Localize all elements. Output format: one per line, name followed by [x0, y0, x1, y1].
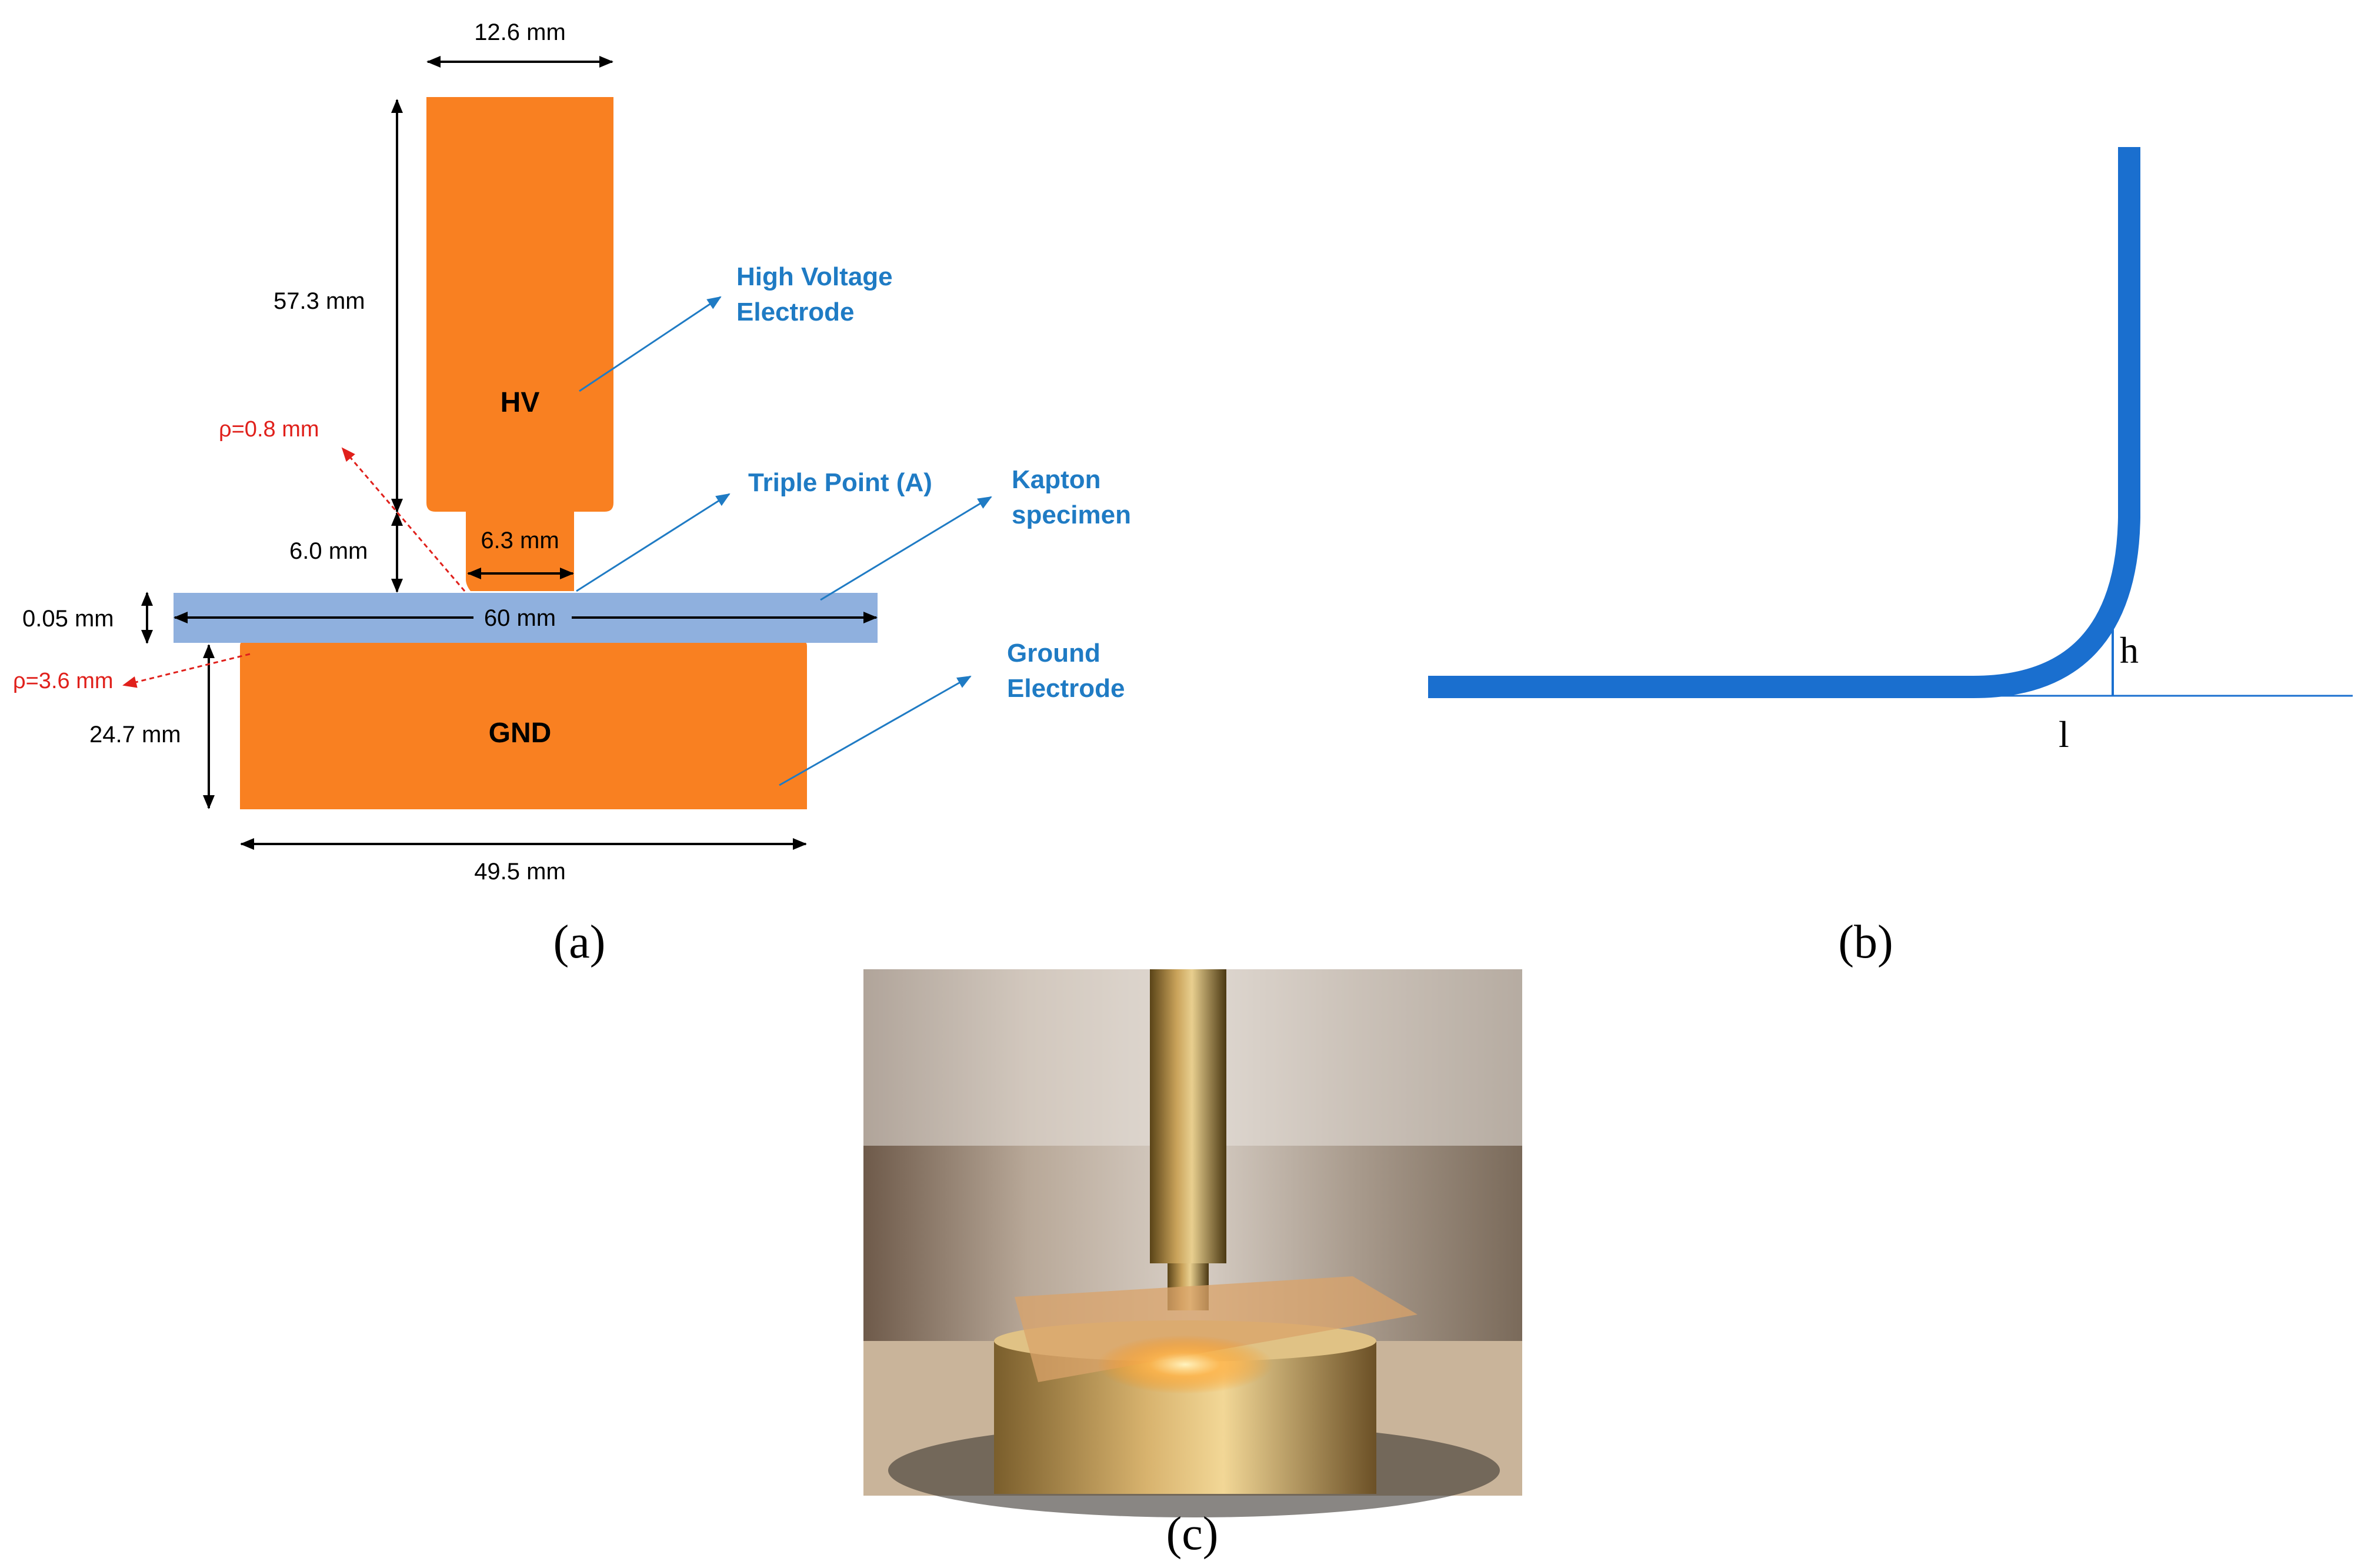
panel-a: HV GND 12.6 mm 57.3 mm 6.0 mm 6.3 mm 0.0…	[13, 19, 1131, 968]
dim-specimen-thickness-label: 0.05 mm	[22, 606, 114, 632]
experiment-photo	[863, 969, 1522, 1517]
callout-triple-leader	[576, 493, 731, 592]
hv-label: HV	[501, 387, 540, 418]
panel-b-caption: (b)	[1838, 916, 1893, 968]
panel-b: h l (b)	[1428, 147, 2353, 968]
label-l: l	[2059, 713, 2069, 755]
callout-hv-line2: Electrode	[736, 298, 855, 326]
callout-hv-leader	[579, 296, 722, 392]
panel-a-caption: (a)	[553, 916, 606, 968]
callout-kapton-line1: Kapton	[1012, 465, 1101, 494]
callout-kapton-leader	[820, 496, 992, 601]
rho-gnd-pointer	[122, 653, 251, 688]
rho-gnd-label: ρ=3.6 mm	[13, 669, 114, 693]
bent-strip	[1428, 147, 2140, 698]
rho-hv-label: ρ=0.8 mm	[219, 417, 319, 442]
gnd-label: GND	[489, 718, 552, 749]
gnd-electrode-rounded-top	[240, 643, 807, 694]
callout-hv-line1: High Voltage	[736, 262, 893, 291]
callout-ground-line1: Ground	[1007, 639, 1100, 668]
dim-hv-width-label: 12.6 mm	[474, 19, 566, 45]
callout-triple-label: Triple Point (A)	[748, 468, 932, 497]
callout-ground-line2: Electrode	[1007, 674, 1125, 703]
callout-kapton-line2: specimen	[1012, 501, 1131, 529]
dim-gnd-width-label: 49.5 mm	[474, 859, 566, 885]
hv-electrode	[426, 97, 613, 591]
panel-c-caption: (c)	[1166, 1508, 1219, 1560]
rho-hv-pointer	[341, 447, 466, 592]
panel-c: (c)	[863, 969, 1522, 1560]
dim-tip-height-label: 6.0 mm	[289, 538, 368, 564]
dim-specimen-length-label: 60 mm	[484, 605, 556, 631]
dim-tip-width-label: 6.3 mm	[481, 528, 559, 553]
dim-hv-height-label: 57.3 mm	[274, 288, 365, 314]
label-h: h	[2120, 629, 2139, 671]
callout-ground-leader	[779, 675, 972, 786]
dim-gnd-height-label: 24.7 mm	[89, 722, 181, 748]
